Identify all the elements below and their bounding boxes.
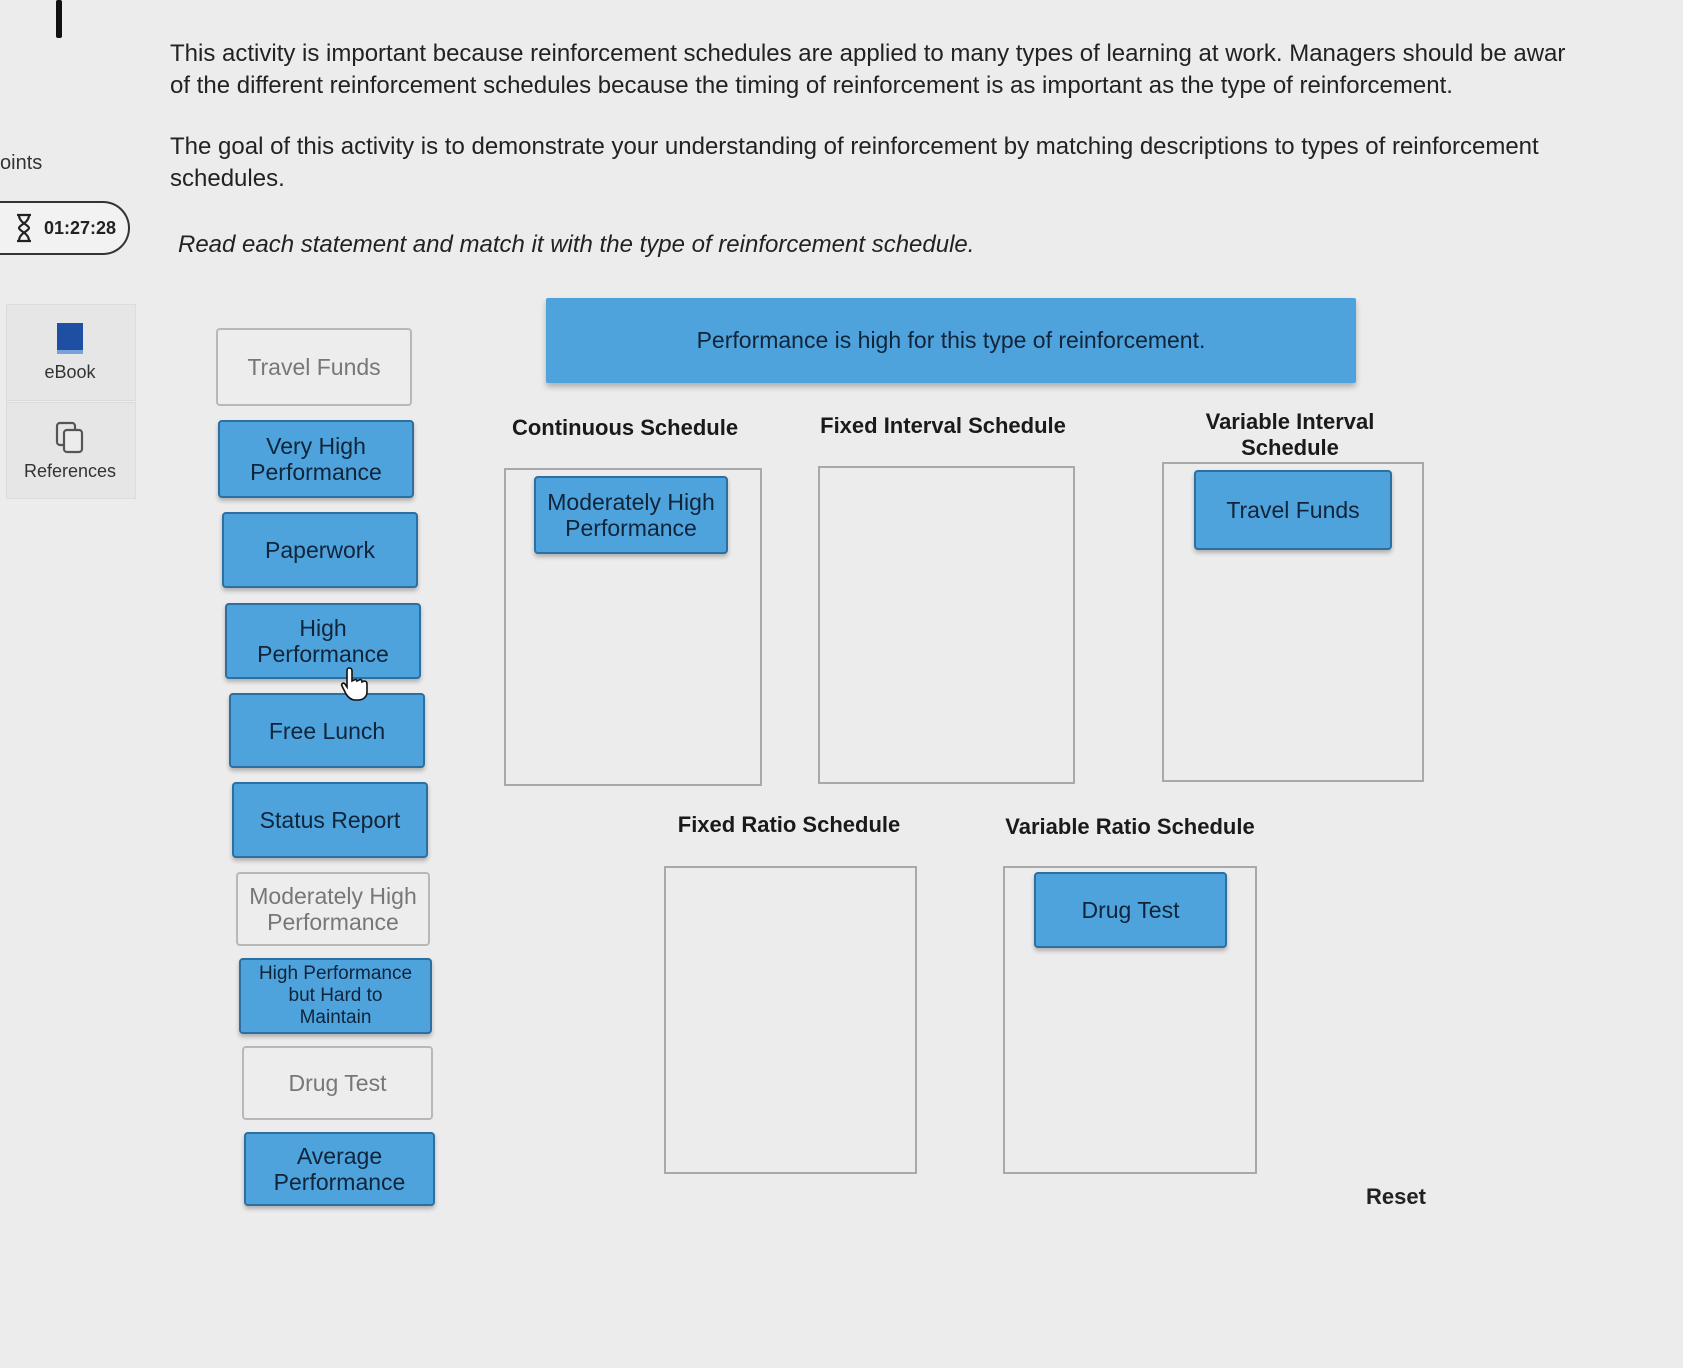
timer[interactable]: 01:27:28 [0,201,130,255]
source-tile-travel-funds: Travel Funds [216,328,412,406]
top-marker [56,0,62,38]
book-icon [57,323,83,354]
dropzone-fixed-interval[interactable] [818,466,1075,784]
placed-tile-moderately-high-performance[interactable]: Moderately High Performance [534,476,728,554]
zone-title-variable-ratio: Variable Ratio Schedule [1005,814,1255,839]
zone-title-fixed-ratio: Fixed Ratio Schedule [677,812,901,837]
placed-tile-travel-funds[interactable]: Travel Funds [1194,470,1392,550]
hand-cursor-icon [340,667,368,701]
reset-button[interactable]: Reset [1366,1184,1426,1209]
timer-value: 01:27:28 [44,217,117,238]
source-tile-status-report[interactable]: Status Report [232,782,428,858]
ebook-button[interactable]: eBook [6,322,134,383]
prompt-banner: Performance is high for this type of rei… [546,298,1356,383]
source-tile-free-lunch[interactable]: Free Lunch [229,693,425,768]
intro-paragraph-1-line-2: of the different reinforcement schedules… [170,72,1453,99]
dropzone-fixed-ratio[interactable] [664,866,917,1174]
sidebar: oints 01:27:28 eBook References [0,0,140,1368]
references-button[interactable]: References [6,421,134,482]
instruction-text: Read each statement and match it with th… [178,231,975,258]
source-tile-high-performance-hard-to-maintain[interactable]: High Performance but Hard to Maintain [239,958,432,1034]
source-tile-paperwork[interactable]: Paperwork [222,512,418,588]
ebook-label: eBook [44,362,96,382]
source-tile-very-high-performance[interactable]: Very High Performance [218,420,414,498]
intro-paragraph-2-line-1: The goal of this activity is to demonstr… [170,133,1539,160]
source-tile-drug-test: Drug Test [242,1046,433,1120]
hourglass-icon [17,213,31,243]
placed-tile-drug-test[interactable]: Drug Test [1034,872,1227,948]
source-tile-average-performance[interactable]: Average Performance [244,1132,435,1206]
intro-paragraph-2: The goal of this activity is to demonstr… [170,131,1670,195]
points-label: oints [0,152,43,174]
source-tile-moderately-high-performance: Moderately High Performance [236,872,430,946]
copy-icon [55,421,84,454]
zone-title-fixed-interval: Fixed Interval Schedule [820,413,1066,438]
source-tile-high-performance[interactable]: High Performance [225,603,421,679]
zone-title-continuous: Continuous Schedule [511,415,739,440]
references-label: References [23,461,117,481]
zone-title-variable-interval: Variable Interval Schedule [1205,409,1375,460]
intro-paragraph-1: This activity is important because reinf… [170,38,1670,102]
intro-paragraph-2-line-2: schedules. [170,165,285,192]
intro-paragraph-1-line-1: This activity is important because reinf… [170,40,1566,67]
